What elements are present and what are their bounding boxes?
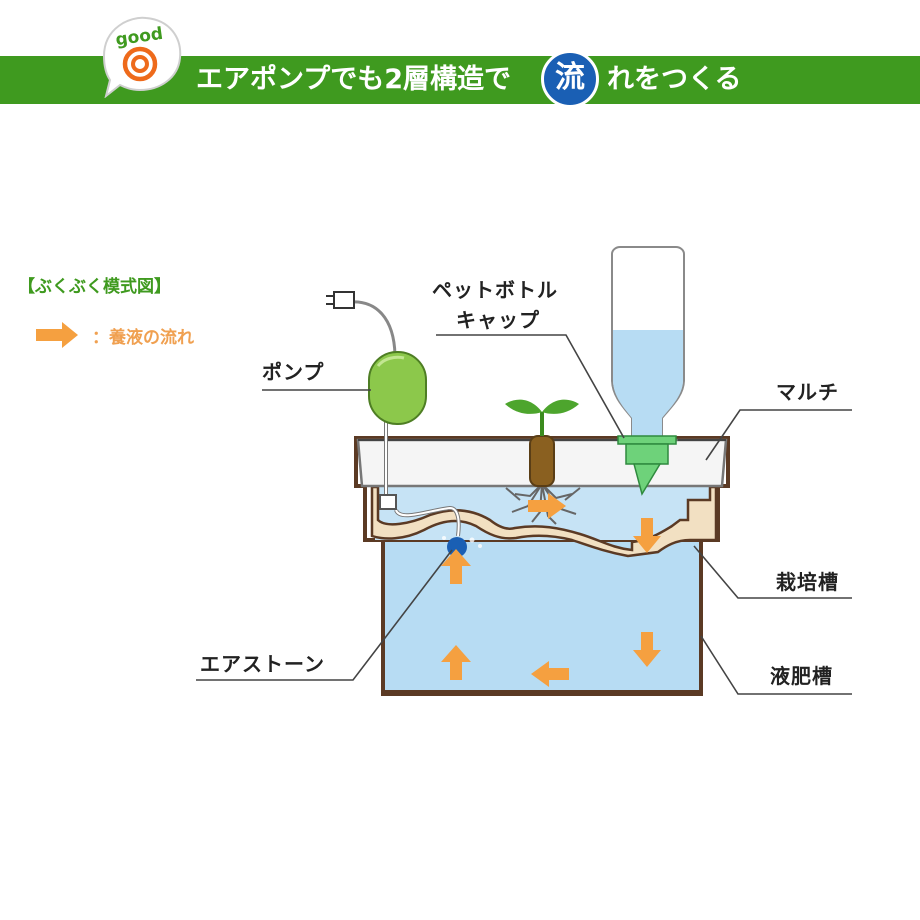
label-mulch: マルチ [776,380,839,404]
flow-arrow-left-lower [531,661,569,687]
flow-arrow-up-airstone [441,549,471,584]
flow-arrow-up-lower [441,645,471,680]
plant-leaf-left [505,399,542,414]
leader-bottle-cap [436,334,625,439]
power-cord [349,300,397,356]
label-pet-bottle-cap-line2: キャップ [456,308,540,332]
plug-icon [333,291,355,309]
label-pet-bottle-cap-line1: ペットボトル [432,278,558,302]
leader-liquid-fertilizer-tank [700,635,852,695]
plant-leaf-right [542,399,579,414]
banner-title-part2: れをつくる [607,64,742,95]
air-stone [447,537,467,557]
good-badge-icon: good [102,16,182,98]
flow-arrows [441,493,661,687]
label-air-stone: エアストーン [200,652,325,676]
legend-title: 【ぶくぶく模式図】 [18,277,171,297]
flow-arrow-down-upper [633,518,661,553]
flow-arrow-legend-icon [36,322,78,348]
label-liquid-fertilizer-tank: 液肥槽 [770,664,833,688]
label-cultivation-tank: 栽培槽 [776,570,839,594]
banner-title-highlight: 流 [541,50,599,108]
leader-mulch [705,409,852,461]
leader-air-stone [196,549,453,681]
cultivation-tray [370,485,718,558]
plant-root-cube [529,435,555,487]
flow-arrow-right-upper [528,493,566,519]
air-pump [368,351,427,425]
leader-cultivation-tank [693,545,852,599]
legend-arrow-label: ：養液の流れ [92,328,194,348]
label-pump: ポンプ [262,360,325,384]
flow-arrow-down-lower [633,632,661,667]
banner-title-part1: エアポンプでも2層構造で [196,64,511,95]
bottle-cap [617,435,677,445]
